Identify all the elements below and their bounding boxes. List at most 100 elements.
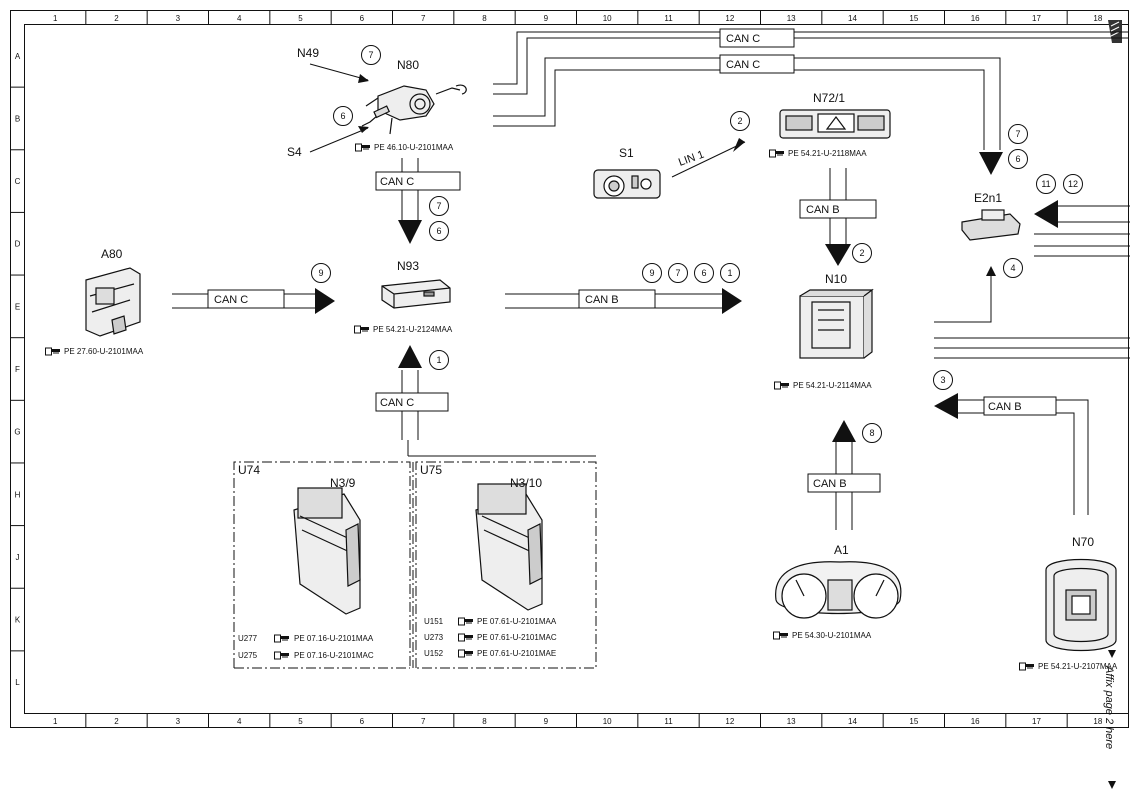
callout-e2n1-e: 4 [1003, 258, 1023, 278]
svg-text:8: 8 [869, 428, 874, 438]
grid-column-label: 4 [237, 14, 242, 23]
grid-column-label: 13 [787, 14, 796, 23]
svg-text:7: 7 [1015, 129, 1020, 139]
can-c-label-n93-low: CAN C [380, 397, 414, 409]
arrow-right-n93-n10 [722, 288, 742, 314]
can-b-label-a1: CAN B [813, 478, 847, 490]
grid-column-label: 15 [909, 14, 918, 23]
n72-1-switch-panel-drawing [779, 109, 891, 139]
grid-column-label: 12 [725, 14, 734, 23]
can-b-label-n93: CAN B [585, 294, 619, 306]
grid-row-label: D [15, 240, 21, 249]
callout-a1: 8 [862, 423, 882, 443]
can-c-box-a80 [207, 289, 285, 309]
ref-u273: PE 07.61-U-2101MAC [477, 633, 557, 642]
grid-column-label: 11 [664, 717, 673, 726]
svg-text:11: 11 [1041, 179, 1050, 189]
callout-e2n1-a: 7 [1008, 124, 1028, 144]
e2n1-lamp-unit-drawing [961, 209, 1021, 241]
n80-steering-module-drawing [361, 84, 467, 135]
grid-column-label: 15 [909, 717, 918, 726]
affix-note-text: Affix page 2 here [1103, 665, 1115, 749]
grid-column-label: 6 [360, 14, 365, 23]
can-b-box-a1 [807, 473, 881, 493]
callout-n93-in-a: 7 [429, 196, 449, 216]
grid-column-label: 16 [971, 717, 980, 726]
arrow-up-e2n1-small [986, 266, 996, 276]
label-u74: U74 [238, 463, 260, 477]
arrow-up-n93 [398, 345, 422, 368]
arrow-up-n10 [832, 420, 856, 442]
arrow-s4-leader [358, 126, 369, 133]
callout-n93-low: 1 [429, 350, 449, 370]
callout-s4: 6 [333, 106, 353, 126]
pe-references: PE 46.10-U-2101MAA PE 27.60-U-2101MAA PE… [45, 143, 1118, 671]
callout-n10-top: 2 [852, 243, 872, 263]
a80-module-drawing [85, 267, 141, 337]
label-s4: S4 [287, 145, 302, 159]
label-n72-1: N72/1 [813, 91, 845, 105]
ref-u152: PE 07.61-U-2101MAE [477, 649, 556, 658]
ref-a80: PE 27.60-U-2101MAA [64, 347, 144, 356]
arrow-n49-leader [358, 74, 369, 83]
label-s1: S1 [619, 146, 634, 160]
grid-column-label: 9 [544, 14, 549, 23]
can-c-label-a80: CAN C [214, 294, 248, 306]
grid-column-label: 18 [1093, 14, 1102, 23]
ref-n10: PE 54.21-U-2114MAA [793, 381, 872, 390]
lin1-label: LIN 1 [677, 149, 706, 169]
grid-column-label: 14 [848, 14, 857, 23]
n49-leader-line [309, 63, 369, 81]
callout-lin: 2 [730, 111, 750, 131]
grid-column-label: 17 [1032, 717, 1041, 726]
label-n3-10: N3/10 [510, 476, 542, 490]
label-n80: N80 [397, 58, 419, 72]
grid-row-label: G [14, 428, 20, 437]
arrow-down-e2n1 [979, 152, 1003, 175]
variant-u277: U277 [238, 634, 258, 643]
label-n70: N70 [1072, 535, 1094, 549]
can-b-label-n72: CAN B [806, 204, 840, 216]
ref-a1: PE 54.30-U-2101MAA [792, 631, 872, 640]
svg-text:3: 3 [940, 375, 945, 385]
can-c-box-n93-top [375, 171, 461, 191]
grid-column-label: 8 [482, 717, 487, 726]
grid-row-label: A [15, 52, 21, 61]
can-b-box-n70 [983, 396, 1057, 416]
arrow-down-n93 [398, 220, 422, 244]
arrow-left-n70 [934, 393, 958, 419]
grid-column-label: 18 [1093, 717, 1102, 726]
svg-text:7: 7 [436, 201, 441, 211]
callout-a80: 9 [311, 263, 331, 283]
arrow-left-e2n1 [1034, 200, 1058, 228]
grid-column-label: 3 [176, 717, 181, 726]
svg-text:1: 1 [727, 268, 732, 278]
signal-arrows [315, 74, 1058, 442]
grid-row-label: J [16, 553, 20, 562]
grid-column-label: 2 [114, 14, 119, 23]
svg-text:6: 6 [1015, 154, 1020, 164]
can-c-box-n93-low [375, 392, 449, 412]
grid-column-label: 5 [298, 717, 303, 726]
svg-text:12: 12 [1068, 179, 1078, 189]
grid-column-label: 9 [544, 717, 549, 726]
can-b-label-n70: CAN B [988, 401, 1022, 413]
can-b-box-n93 [578, 289, 656, 309]
s4-leader-line [309, 127, 369, 153]
grid-column-label: 4 [237, 717, 242, 726]
label-u75: U75 [420, 463, 442, 477]
svg-text:2: 2 [859, 248, 864, 258]
ref-n80: PE 46.10-U-2101MAA [374, 143, 454, 152]
variant-u273: U273 [424, 633, 444, 642]
lin1-line [671, 141, 746, 178]
svg-text:6: 6 [340, 111, 345, 121]
ref-n72-1: PE 54.21-U-2118MAA [788, 149, 867, 158]
callout-e2n1-d: 12 [1063, 174, 1083, 194]
grid-column-label: 17 [1032, 14, 1041, 23]
svg-text:7: 7 [368, 50, 373, 60]
ref-n93: PE 54.21-U-2124MAA [373, 325, 453, 334]
svg-text:2: 2 [737, 116, 742, 126]
